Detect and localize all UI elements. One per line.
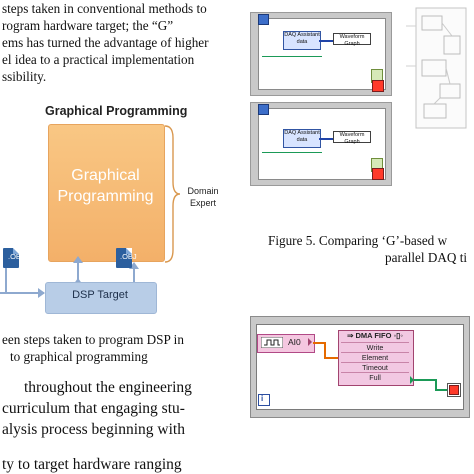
output-terminal-icon [308, 338, 312, 346]
fifo-row-full: Full [341, 372, 409, 382]
data-wire [313, 342, 325, 344]
obj-label: .OBJ [120, 252, 137, 261]
fifo-title: ⇒ DMA FIFO ◦▯◦ [338, 331, 412, 341]
bool-wire [262, 152, 322, 153]
stop-button-icon [449, 385, 459, 395]
bool-wire [435, 389, 447, 391]
caption-line: een steps taken to program DSP in [2, 332, 184, 347]
waveform-icon [261, 337, 283, 348]
text-line: curriculum that engaging stu- [2, 400, 185, 417]
dsp-target-label: DSP Target [72, 289, 128, 301]
text-line: alysis process beginning with [2, 421, 185, 438]
graphical-programming-box [48, 124, 165, 262]
daq-sub-label: data [296, 39, 308, 45]
daq-sub-label: data [296, 137, 308, 143]
side-label-line: Expert [189, 198, 216, 208]
fifo-title-text: DMA FIFO [355, 331, 392, 340]
obj-file-icon [3, 248, 19, 268]
waveform-graph-node: Waveform Graph [333, 33, 371, 47]
bool-wire [435, 379, 437, 391]
stop-button-icon [372, 168, 384, 180]
lv-diagram [258, 108, 386, 180]
text-line: steps taken in conventional methods to [2, 1, 207, 16]
output-terminal-icon [410, 376, 414, 384]
loop-tile-icon [258, 14, 269, 25]
daq-assistant-node: DAQ Assistant data [283, 129, 321, 148]
text-line: ty to target hardware ranging [2, 456, 182, 473]
waveform-graph-node: Waveform Graph [333, 131, 371, 145]
data-wire [324, 342, 326, 358]
data-wire [319, 138, 333, 140]
box-label-line: Programming [57, 188, 154, 205]
text-line: rogram hardware target; the “G” [2, 18, 174, 33]
fifo-icon: ⇒ [347, 331, 356, 340]
graphical-programming-label: Graphical Programming [48, 165, 163, 207]
box-label-line: Graphical [71, 167, 140, 184]
obj-file-icon [116, 248, 132, 268]
loop-iteration-icon [258, 394, 270, 406]
daq-assistant-node: DAQ Assistant data [283, 31, 321, 50]
figure5-caption-line: Figure 5. Comparing ‘G’-based w [268, 233, 448, 248]
text-line: ssibility. [2, 69, 47, 84]
obj-label: .OBJ [8, 252, 25, 261]
bool-wire [262, 56, 322, 57]
lv-diagram [258, 18, 386, 90]
stop-button-icon [372, 80, 384, 92]
text-line: throughout the engineering [24, 379, 192, 396]
figure5-caption-line: parallel DAQ ti [385, 250, 468, 265]
fifo-row-write: Write [341, 342, 409, 352]
loop-tile-icon [258, 104, 269, 115]
text-line: el idea to a practical implementation [2, 52, 195, 67]
arrow-up-icon [73, 256, 83, 263]
daq-label: DAQ Assistant [284, 130, 320, 136]
dsp-target-box [45, 282, 157, 314]
figure-title: Graphical Programming [45, 104, 188, 118]
brace-icon [164, 125, 181, 263]
fifo-row-element: Element [341, 352, 409, 362]
ai0-label: AI0 [288, 337, 301, 347]
loop-iteration-label: i [261, 394, 264, 403]
caption-line: to graphical programming [10, 349, 148, 364]
fifo-io-icon: ◦▯◦ [391, 331, 403, 340]
fifo-row-timeout: Timeout [341, 362, 409, 372]
data-wire [324, 357, 340, 359]
data-wire [319, 40, 333, 42]
side-label-line: Domain [187, 186, 219, 196]
daq-label: DAQ Assistant [284, 32, 320, 38]
arrow-right-icon [38, 288, 45, 298]
domain-expert-label: Domain Expert [186, 185, 220, 209]
text-line: ems has turned the advantage of higher [2, 35, 209, 50]
dma-fifo-node [338, 330, 414, 386]
schematic-thumbnail [406, 7, 467, 129]
bool-wire [414, 379, 436, 381]
